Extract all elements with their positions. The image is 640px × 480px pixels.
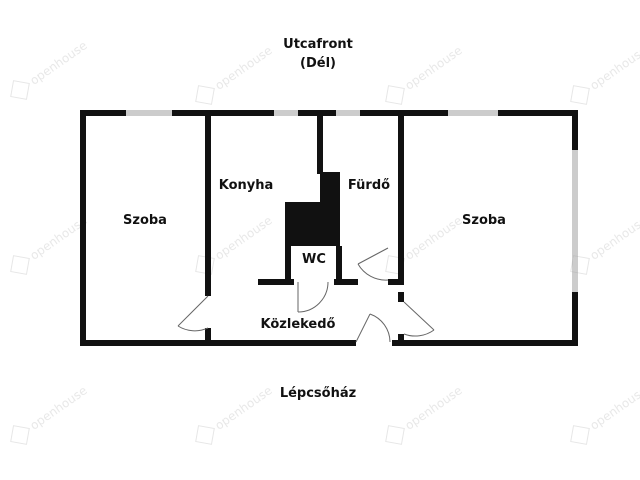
- door-wc: [297, 281, 329, 313]
- watermark-logo: openhouse: [195, 383, 275, 445]
- wall-top-1: [80, 110, 126, 116]
- watermark-logo: openhouse: [570, 213, 640, 275]
- room-label-kozlekedo: Közlekedő: [261, 317, 336, 332]
- wall-int-3: [398, 110, 404, 282]
- wall-bath-bottom: [388, 279, 404, 285]
- door-bath: [357, 247, 389, 281]
- wall-wc-left: [285, 246, 291, 282]
- watermark-logo: openhouse: [195, 213, 275, 275]
- wall-wc-bottom-1: [258, 279, 294, 285]
- door-left-room: [177, 295, 209, 332]
- watermark-logo: openhouse: [10, 383, 90, 445]
- doors: [177, 247, 435, 343]
- room-label-wc: WC: [302, 252, 326, 267]
- wall-wc-right: [336, 246, 342, 282]
- windows: [126, 110, 578, 292]
- walls: [80, 110, 578, 346]
- door-entrance: [355, 313, 391, 343]
- orientation-line-2: (Dél): [300, 56, 336, 71]
- svg-text:openhouse: openhouse: [587, 383, 640, 432]
- wall-right-1: [572, 110, 578, 150]
- wall-right-2: [572, 292, 578, 346]
- wall-int-2: [317, 110, 323, 174]
- window-2: [274, 110, 298, 116]
- wall-wc-bottom-2: [334, 279, 358, 285]
- svg-text:openhouse: openhouse: [587, 43, 640, 92]
- room-label-szoba-left: Szoba: [123, 213, 167, 228]
- wall-int-1: [205, 110, 211, 296]
- wall-int-1b: [205, 328, 211, 346]
- wall-bottom-1: [80, 340, 356, 346]
- svg-text:openhouse: openhouse: [212, 43, 274, 92]
- watermark-logo: openhouse: [385, 43, 465, 105]
- window-3: [336, 110, 360, 116]
- watermark-logo: openhouse: [10, 38, 90, 100]
- orientation-line-1: Utcafront: [283, 37, 353, 52]
- svg-text:openhouse: openhouse: [27, 38, 89, 87]
- room-label-konyha: Konyha: [219, 178, 274, 193]
- stairwell-label: Lépcsőház: [280, 386, 356, 401]
- chimney-block: [285, 172, 340, 246]
- watermark-logo: openhouse: [570, 43, 640, 105]
- wall-bottom-2: [392, 340, 578, 346]
- wall-top-5: [498, 110, 578, 116]
- watermark-logo: openhouse: [385, 213, 465, 275]
- svg-text:openhouse: openhouse: [402, 213, 464, 262]
- watermark-logo: openhouse: [10, 213, 90, 275]
- room-label-furdo: Fürdő: [348, 178, 390, 193]
- wall-int-3c: [398, 334, 404, 346]
- watermark-logo: openhouse: [385, 383, 465, 445]
- door-right-room: [403, 301, 435, 337]
- svg-text:openhouse: openhouse: [212, 383, 274, 432]
- svg-text:openhouse: openhouse: [402, 43, 464, 92]
- room-label-szoba-right: Szoba: [462, 213, 506, 228]
- wall-int-3b: [398, 292, 404, 302]
- window-5: [572, 150, 578, 292]
- wall-top-2: [172, 110, 274, 116]
- watermark-logo: openhouse: [570, 383, 640, 445]
- svg-text:openhouse: openhouse: [27, 383, 89, 432]
- watermark-logo: openhouse: [195, 43, 275, 105]
- window-4: [448, 110, 498, 116]
- svg-text:openhouse: openhouse: [587, 213, 640, 262]
- svg-text:openhouse: openhouse: [212, 213, 274, 262]
- window-1: [126, 110, 172, 116]
- svg-text:openhouse: openhouse: [402, 383, 464, 432]
- wall-left: [80, 110, 86, 346]
